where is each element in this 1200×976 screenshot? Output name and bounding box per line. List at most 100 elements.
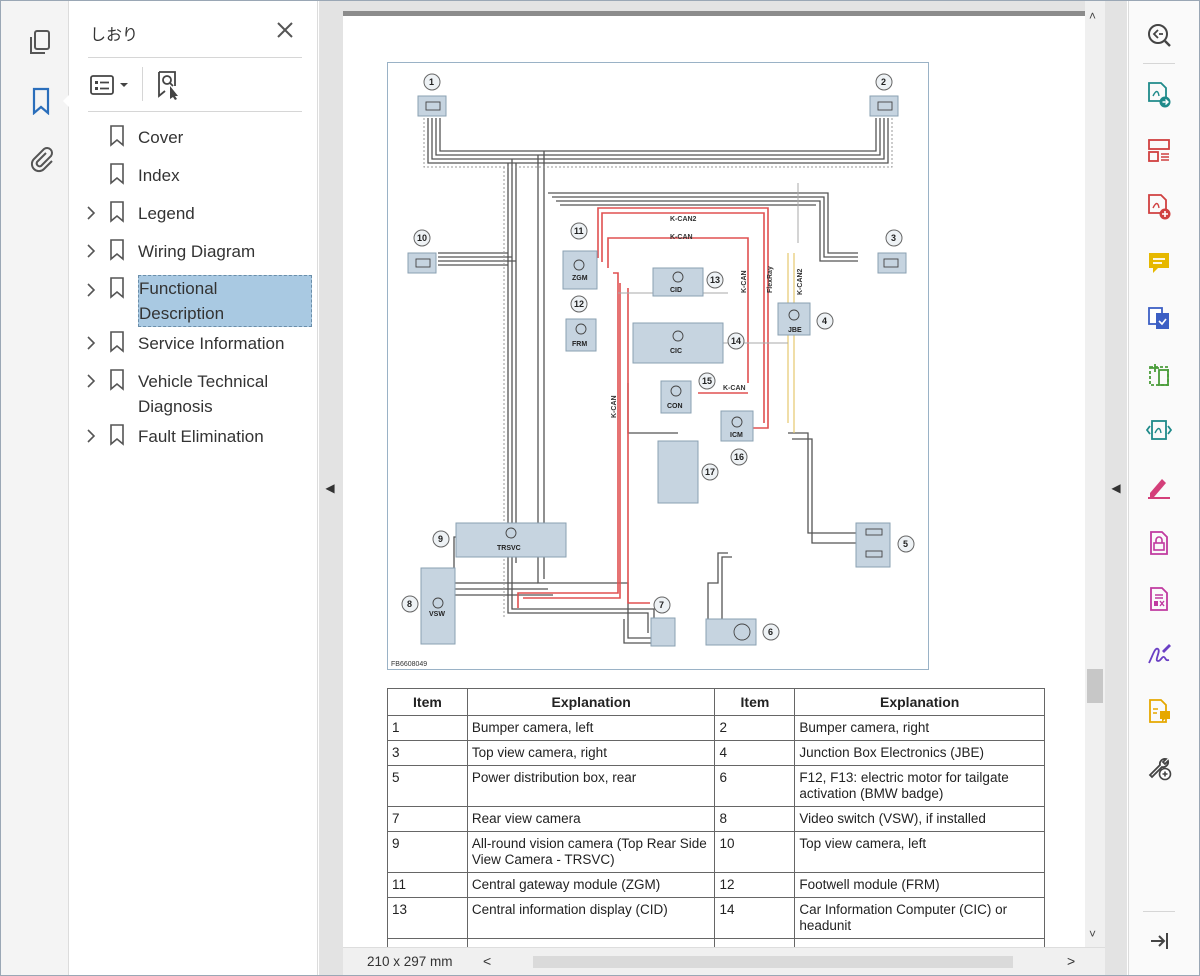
cell: Footwell module (FRM) [794,872,1045,898]
svg-text:CON: CON [667,403,683,410]
compress-icon[interactable] [1145,361,1173,389]
callout-17: 17 [705,467,715,477]
column-header: Item [387,688,468,716]
pages-icon[interactable] [25,27,57,59]
column-header: Explanation [794,688,1045,716]
chevron-right-icon[interactable] [84,429,98,443]
organize-pages-icon[interactable] [1145,137,1173,165]
cell: Bumper camera, left [466,715,716,741]
cell [714,938,796,947]
more-tools-icon[interactable] [1145,753,1173,781]
left-navigation-rail [1,1,73,975]
chevron-right-icon[interactable] [84,336,98,350]
find-bookmark-icon[interactable] [154,69,184,101]
pdf-page: ZGM CID FRM CIC JBE CON ICM TRSVC VSW K-… [343,11,1085,947]
table-header-row: Item Explanation Item Explanation [387,688,1045,716]
callout-13: 13 [710,275,720,285]
horizontal-scrollbar-thumb[interactable] [533,956,1013,968]
sign-icon[interactable] [1145,641,1173,669]
export-pdf-icon[interactable] [1145,81,1173,109]
scrollbar-thumb[interactable] [1087,669,1103,703]
bookmark-icon [110,163,124,185]
bookmark-icon [110,125,124,147]
zoom-icon[interactable] [1145,21,1173,49]
scroll-left-icon[interactable]: < [483,953,492,969]
cell: 13 [387,897,468,939]
cell: Top view camera, right [466,740,716,766]
request-signature-icon[interactable] [1145,697,1173,725]
bookmark-icon[interactable] [25,85,73,117]
redact-icon[interactable] [1145,585,1173,613]
svg-text:K-CAN: K-CAN [741,270,748,293]
svg-text:VSW: VSW [429,611,445,618]
fill-sign-icon[interactable] [1145,473,1173,501]
scroll-right-icon[interactable]: > [1067,953,1076,969]
svg-text:K-CAN: K-CAN [723,385,746,392]
cell: 5 [387,765,468,807]
combine-files-icon[interactable] [1145,305,1173,333]
panel-title: しおり [90,25,139,44]
svg-text:TRSVC: TRSVC [497,545,521,552]
cell: 8 [714,806,796,832]
close-icon[interactable] [273,18,297,42]
chevron-right-icon[interactable] [84,283,98,297]
callout-2: 2 [881,77,886,87]
create-pdf-icon[interactable] [1145,193,1173,221]
cell: 10 [714,831,796,873]
attachment-icon[interactable] [25,143,57,175]
bookmark-icon [110,331,124,353]
callout-10: 10 [417,233,427,243]
column-header: Explanation [466,688,716,716]
collapse-left-panel-icon[interactable]: ◀ [325,481,335,495]
cell: 12 [714,872,796,898]
cell: 14 [714,897,796,939]
svg-text:ICM: ICM [730,432,743,439]
chevron-right-icon[interactable] [84,374,98,388]
bookmark-label: Service Information [138,334,285,353]
vertical-scrollbar[interactable]: ˄ ˅ [1085,1,1105,947]
cell: Bumper camera, right [794,715,1045,741]
cell: Central gateway module (ZGM) [466,872,716,898]
callout-15: 15 [702,376,712,386]
scroll-up-icon[interactable]: ˄ [1089,9,1097,23]
document-viewport[interactable]: ◀ [319,1,1127,975]
collapse-right-panel-icon[interactable]: ◀ [1111,481,1121,495]
cell: 1 [387,715,468,741]
svg-text:CID: CID [670,287,682,294]
bookmark-label-line: Description [139,304,225,323]
bookmark-label: Wiring Diagram [138,242,256,261]
callout-3: 3 [891,233,896,243]
callout-9: 9 [438,534,443,544]
bookmarks-panel: しおり Cover Index Legend Wiring Di [70,1,318,975]
cell: 7 [387,806,468,832]
bookmark-options-button[interactable] [90,71,132,99]
bookmark-label-line: Functional [139,279,218,298]
chevron-right-icon[interactable] [84,244,98,258]
comment-icon[interactable] [1145,249,1173,277]
send-for-review-icon[interactable] [1145,417,1173,445]
chevron-right-icon[interactable] [84,206,98,220]
svg-text:JBE: JBE [788,327,802,334]
figure-id: FB6608049 [391,661,427,668]
callout-14: 14 [731,336,741,346]
collapse-panel-icon[interactable] [1145,927,1173,955]
status-bar: 210 x 297 mm < > [343,947,1105,975]
protect-icon[interactable] [1145,529,1173,557]
cell: F12, F13: electric motor for tailgate ac… [794,765,1045,807]
cell [466,938,716,947]
callout-12: 12 [574,299,584,309]
svg-text:CIC: CIC [670,348,682,355]
cell: 3 [387,740,468,766]
svg-text:K-CAN: K-CAN [611,395,618,418]
callout-16: 16 [734,452,744,462]
svg-text:K-CAN: K-CAN [670,234,693,241]
scroll-down-icon[interactable]: ˅ [1089,927,1097,941]
cell: Power distribution box, rear [466,765,716,807]
